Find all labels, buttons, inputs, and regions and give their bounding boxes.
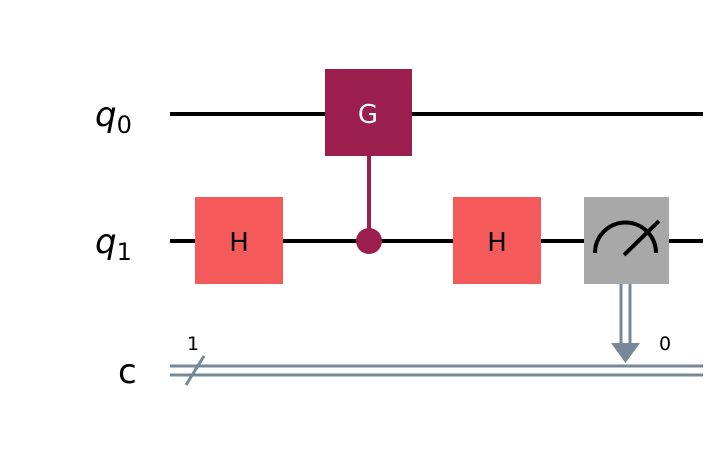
- g-gate[interactable]: G: [325, 69, 412, 156]
- h-gate-2-label: H: [487, 228, 507, 258]
- meter-arc-icon: [593, 220, 658, 254]
- h-gate-1-label: H: [229, 228, 249, 258]
- measure-arrow: [611, 284, 640, 363]
- g-gate-label: G: [358, 100, 378, 130]
- meter-needle-icon: [622, 219, 661, 257]
- h-gate-2[interactable]: H: [453, 197, 541, 284]
- register-size-slash: [184, 355, 206, 386]
- classical-wire-c: [170, 364, 703, 377]
- register-size-label: 1: [187, 333, 199, 355]
- qubit-label-q0: q0: [95, 95, 132, 139]
- control-dot[interactable]: [356, 228, 382, 254]
- clbit-index-label: 0: [659, 333, 671, 355]
- qubit-label-q1: q1: [95, 222, 132, 266]
- classical-register-label: c: [118, 352, 137, 392]
- measure-gate[interactable]: [584, 197, 669, 284]
- h-gate-1[interactable]: H: [195, 197, 283, 284]
